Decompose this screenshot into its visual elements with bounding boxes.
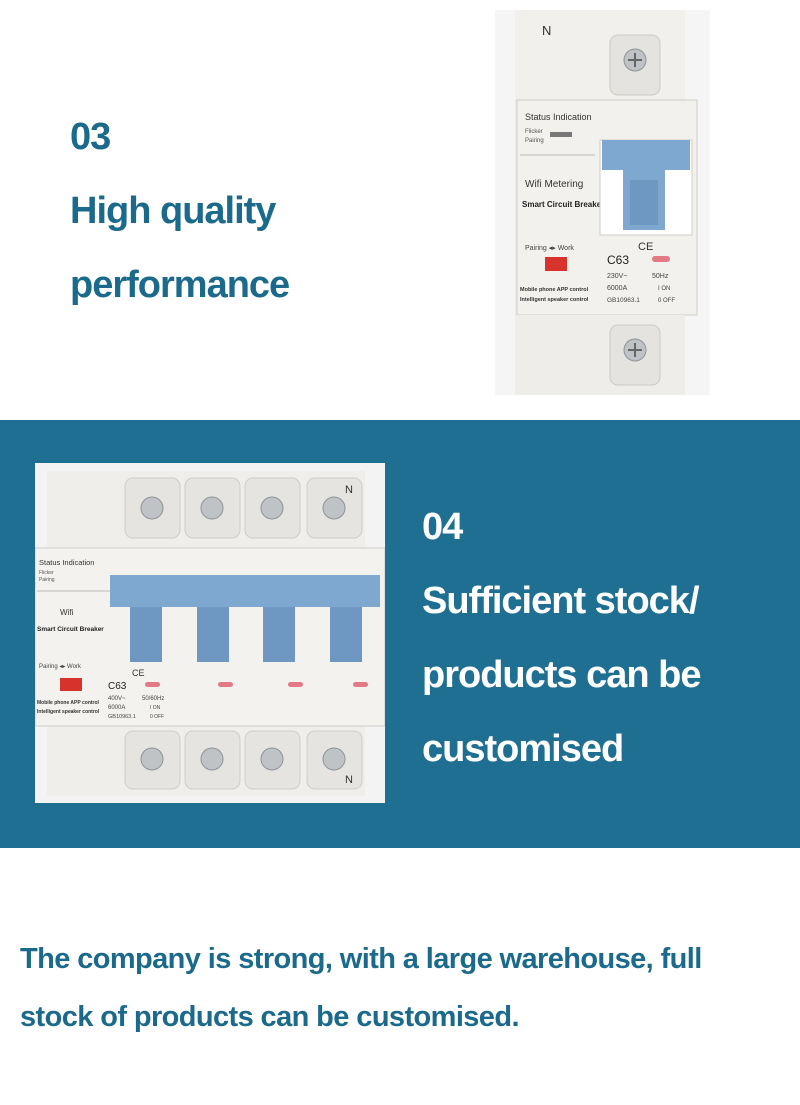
company-description: The company is strong, with a large ware… — [20, 930, 790, 1046]
stock-text-block: 04 Sufficient stock/ products can be cus… — [422, 490, 701, 786]
svg-text:230V~: 230V~ — [607, 273, 627, 280]
svg-text:0 OFF: 0 OFF — [658, 298, 675, 304]
svg-text:0 OFF: 0 OFF — [150, 714, 164, 720]
svg-text:Pairing ◂▸ Work: Pairing ◂▸ Work — [525, 245, 574, 252]
svg-text:GB10963.1: GB10963.1 — [607, 297, 640, 304]
svg-text:Intelligent speaker control: Intelligent speaker control — [37, 709, 100, 715]
svg-text:400V~: 400V~ — [108, 696, 126, 702]
section-quality: 03 High quality performance N Status Ind… — [0, 0, 800, 420]
svg-text:Mobile phone APP control: Mobile phone APP control — [37, 700, 100, 706]
breaker-name: Smart Circuit Breaker — [522, 200, 604, 209]
svg-text:Wifi Metering: Wifi Metering — [525, 179, 583, 190]
svg-text:I ON: I ON — [150, 705, 161, 711]
toggle-levers — [110, 575, 380, 662]
section-number: 04 — [422, 506, 463, 548]
svg-text:CE: CE — [132, 668, 145, 678]
four-pole-breaker-photo: N Status Indication Flicker Pairing Wifi… — [35, 463, 385, 803]
company-description-line2: stock of products can be customised. — [20, 1001, 520, 1033]
section-title-line2: products can be — [422, 654, 701, 696]
section-number: 03 — [70, 116, 111, 158]
rating-label: C63 — [607, 253, 629, 267]
svg-text:50/60Hz: 50/60Hz — [142, 696, 164, 702]
svg-text:Pairing: Pairing — [525, 138, 544, 144]
top-terminals — [124, 477, 363, 539]
svg-text:Wifi: Wifi — [60, 608, 74, 617]
breaker-n-letter: N — [345, 484, 353, 496]
svg-text:Pairing ◂▸ Work: Pairing ◂▸ Work — [39, 664, 82, 670]
breaker-n-letter: N — [542, 23, 551, 38]
quality-text-block: 03 High quality performance — [70, 100, 290, 322]
svg-text:CE: CE — [638, 241, 653, 253]
svg-text:Mobile phone APP control: Mobile phone APP control — [520, 287, 589, 293]
svg-text:Flicker: Flicker — [525, 129, 543, 135]
section-title-line1: Sufficient stock/ — [422, 580, 699, 622]
status-led — [60, 678, 82, 691]
breaker-n-letter: N — [345, 774, 353, 786]
section-title-line3: customised — [422, 728, 624, 770]
status-led — [545, 257, 567, 271]
svg-text:Pairing: Pairing — [39, 577, 55, 583]
svg-text:Flicker: Flicker — [39, 570, 54, 576]
svg-text:GB10963.1: GB10963.1 — [108, 714, 136, 720]
single-pole-breaker-photo: N Status Indication Flicker Pairing Wifi… — [495, 10, 710, 395]
breaker-name: Smart Circuit Breaker — [37, 626, 104, 633]
rating-label: C63 — [108, 681, 127, 692]
toggle-lever — [602, 140, 690, 170]
svg-text:50Hz: 50Hz — [652, 273, 669, 280]
svg-text:6000A: 6000A — [108, 705, 125, 711]
status-indication-label: Status Indication — [525, 112, 592, 122]
bottom-terminals — [124, 730, 363, 790]
svg-text:I ON: I ON — [658, 286, 670, 292]
section-title-line1: High quality — [70, 190, 276, 232]
section-title-line2: performance — [70, 264, 290, 306]
section-company: The company is strong, with a large ware… — [0, 848, 800, 1105]
svg-text:Intelligent speaker control: Intelligent speaker control — [520, 297, 589, 303]
svg-text:6000A: 6000A — [607, 285, 628, 292]
company-description-line1: The company is strong, with a large ware… — [20, 943, 702, 975]
status-indication-label: Status Indication — [39, 558, 94, 567]
